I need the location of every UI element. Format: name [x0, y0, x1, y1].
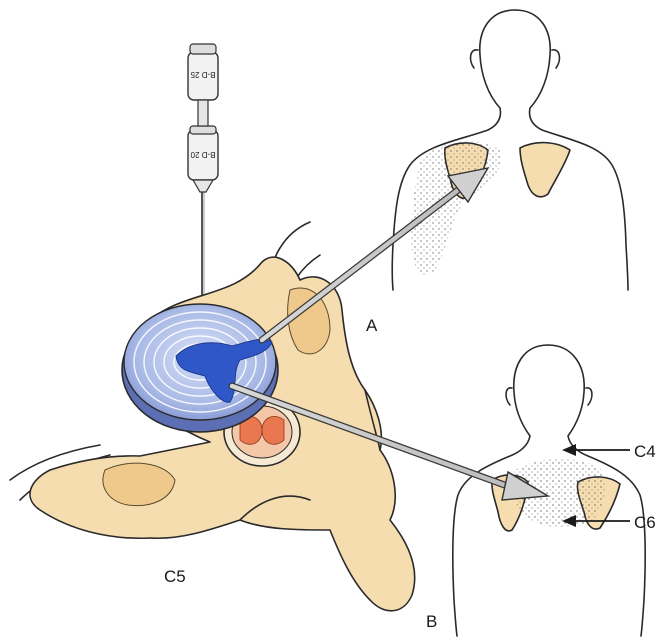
syringe-lower-label: B-D 20	[190, 150, 215, 159]
syringe-upper-label: B-D 25	[190, 70, 215, 79]
arrow-icon	[262, 168, 488, 340]
label-c5: C5	[164, 567, 186, 586]
intervertebral-disc	[122, 304, 278, 432]
arrow-icon	[562, 444, 630, 456]
label-b: B	[426, 612, 437, 631]
pain-area-a	[411, 141, 501, 274]
scapula-right	[520, 143, 570, 197]
label-c4: C4	[634, 442, 656, 461]
label-c6: C6	[634, 513, 656, 532]
label-a: A	[366, 316, 378, 335]
torso-figure-b	[453, 345, 645, 636]
torso-figure-a	[392, 10, 628, 290]
